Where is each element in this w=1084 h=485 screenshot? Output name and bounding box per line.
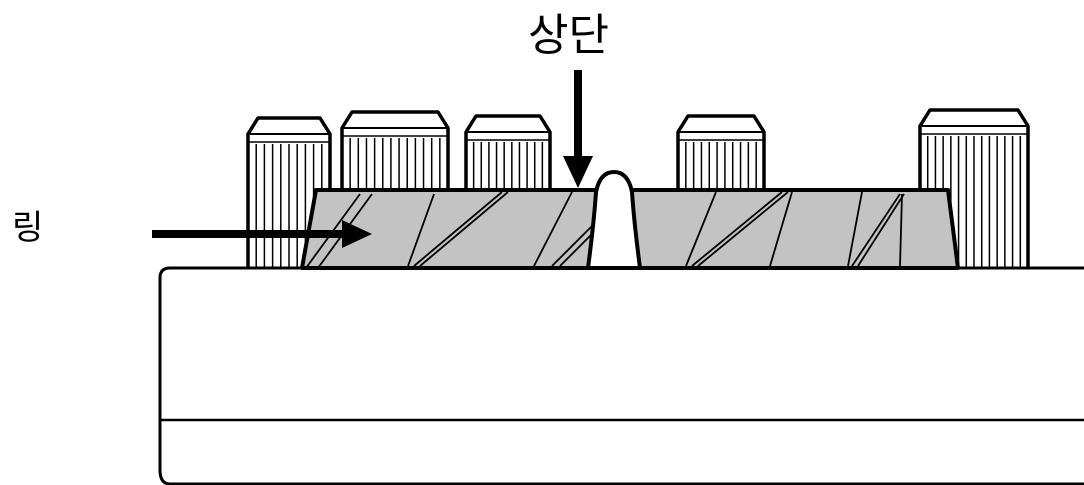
ring-arrow [152, 220, 372, 248]
ring-label: 링 [12, 208, 44, 248]
device-base [158, 266, 1084, 485]
top-arrow [563, 70, 593, 188]
ring [300, 170, 960, 270]
ring-notch [586, 170, 642, 270]
top-label: 상단 [528, 10, 609, 61]
